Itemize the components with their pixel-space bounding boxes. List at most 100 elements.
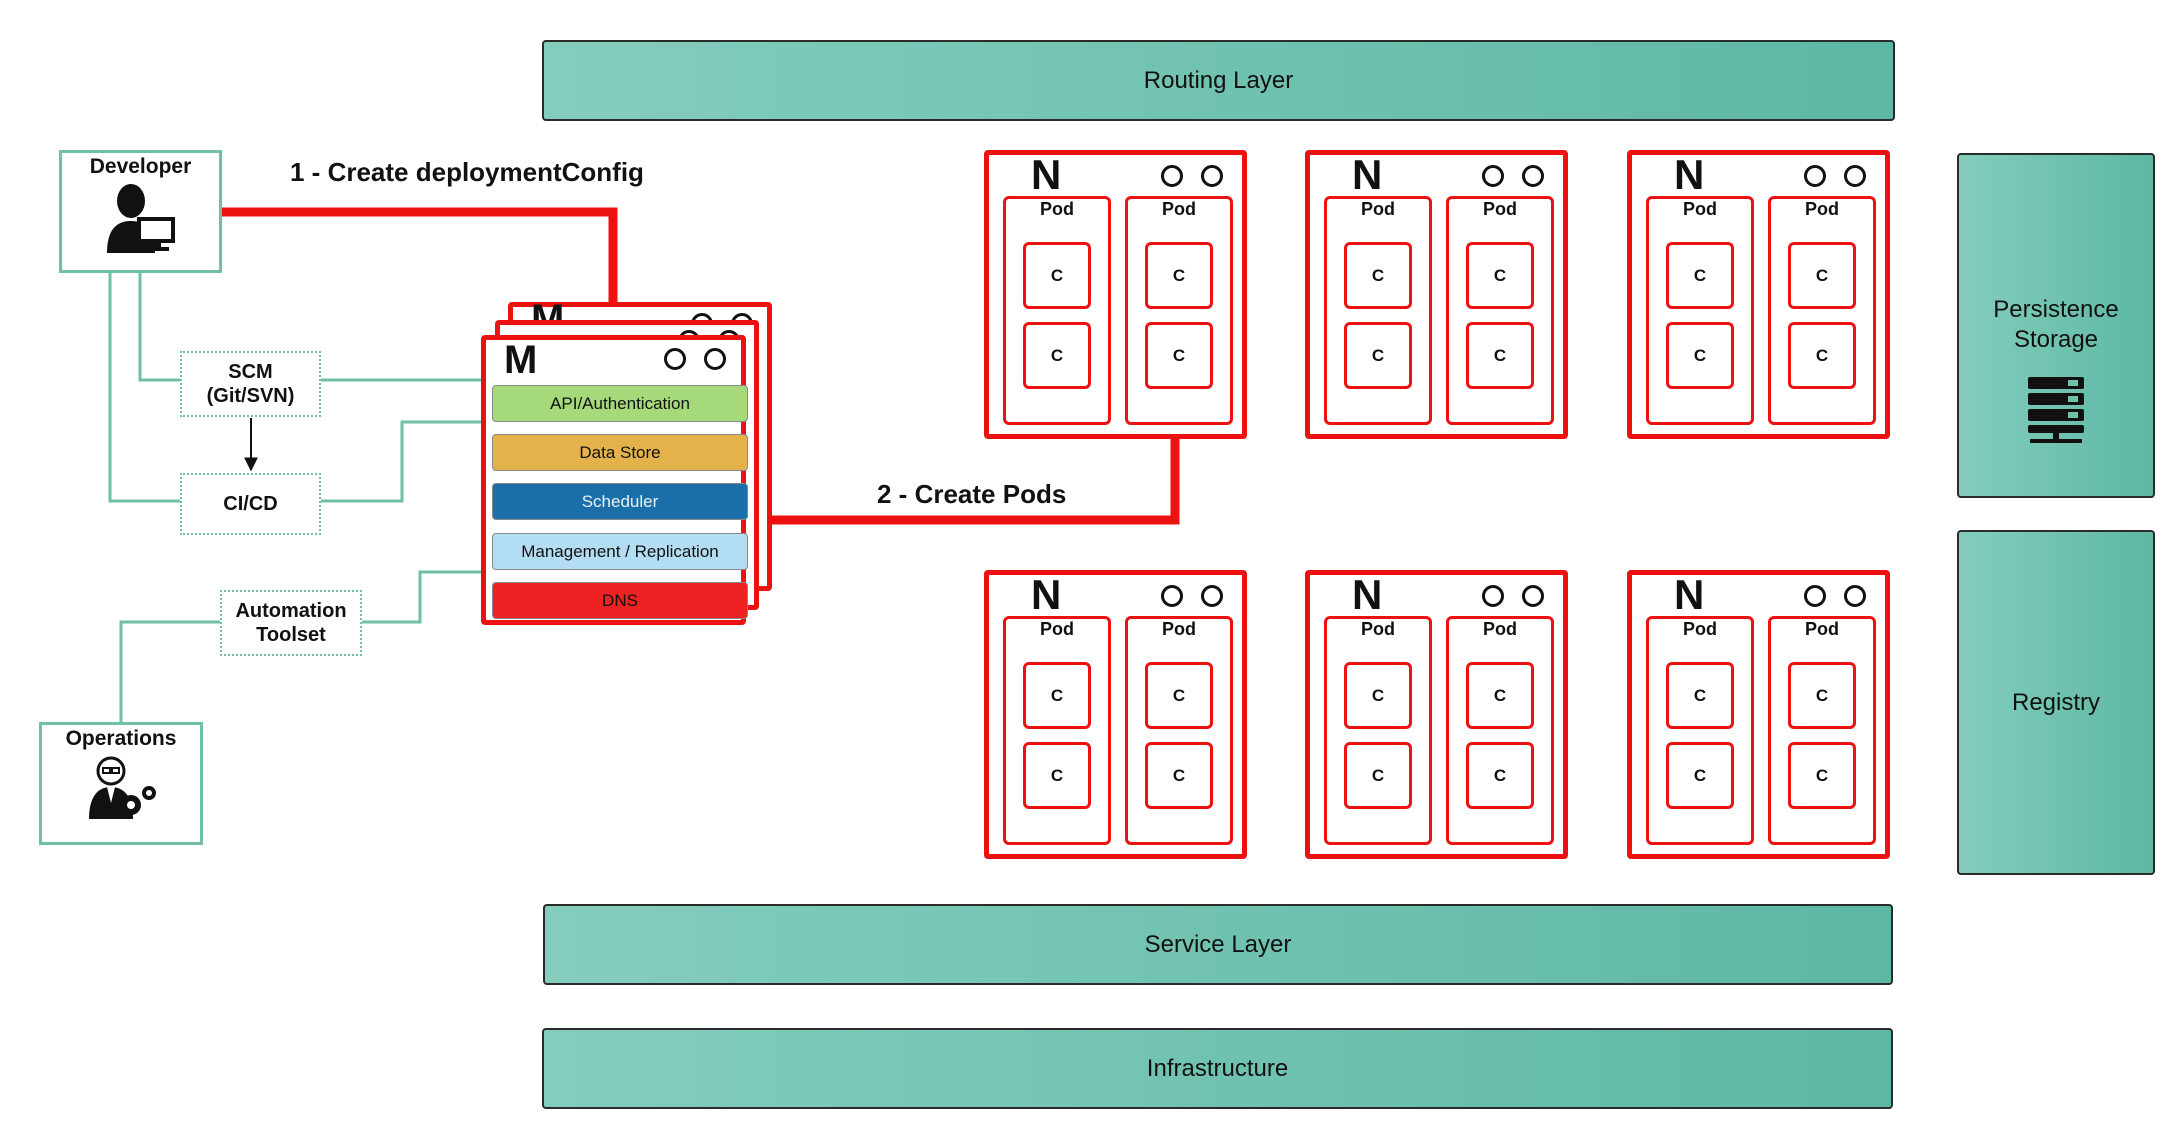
worker-node-status-circle [1522,165,1544,187]
master-service-management-replication: Management / Replication [492,533,748,570]
worker-node-letter: N [1031,151,1062,198]
automation-toolset-box: Automation Toolset [220,590,362,656]
master-service-scheduler: Scheduler [492,483,748,520]
container: C [1344,242,1412,309]
worker-node-status-circle [1522,585,1544,607]
pod-label: Pod [1361,199,1395,219]
container: C [1145,322,1213,389]
container: C [1344,662,1412,729]
registry: Registry [1957,530,2155,875]
persistence-storage: Persistence Storage [1957,153,2155,498]
infrastructure-layer-label: Infrastructure [1146,1054,1289,1082]
worker-node-letter: N [1352,571,1383,618]
developer-icon [106,184,175,253]
container: C [1344,742,1412,809]
worker-node-letter: N [1674,151,1705,198]
server-stack-icon [2028,377,2084,443]
pod-label: Pod [1040,619,1074,639]
automation-master-line [362,570,483,624]
scm-label: SCM (Git/SVN) [206,361,295,407]
automation-toolset-label: Automation Toolset [235,600,347,646]
container: C [1666,742,1734,809]
container: C [1788,742,1856,809]
pod-label: Pod [1805,199,1839,219]
container: C [1466,662,1534,729]
container: C [1666,662,1734,729]
worker-node-status-circle [1844,585,1866,607]
container: C [1466,322,1534,389]
routing-layer-label: Routing Layer [1143,66,1294,94]
cicd-master-line [320,420,483,503]
container: C [1466,242,1534,309]
worker-node-status-circle [1844,165,1866,187]
step-1-caption: 1 - Create deploymentConfig [290,157,644,187]
master-service-api-authentication: API/Authentication [492,385,748,422]
developer-label: Developer [89,155,192,178]
master-circle-1 [664,348,686,370]
registry-label: Registry [2011,688,2101,716]
worker-node-status-circle [1482,585,1504,607]
infrastructure-layer: Infrastructure [542,1028,1893,1109]
container: C [1788,662,1856,729]
worker-node-status-circle [1201,165,1223,187]
pod-label: Pod [1483,619,1517,639]
worker-node-status-circle [1161,165,1183,187]
pod-label: Pod [1361,619,1395,639]
operations-label: Operations [65,727,177,750]
container: C [1023,322,1091,389]
pod-label: Pod [1040,199,1074,219]
cicd-label: CI/CD [223,493,278,515]
operations-automation-line [119,620,220,722]
operations-box: Operations [39,722,203,845]
worker-node-status-circle [1804,585,1826,607]
pod-label: Pod [1805,619,1839,639]
master-service-dns: DNS [492,582,748,619]
container: C [1023,242,1091,309]
create-pods-arrow [746,425,1180,525]
scm-box: SCM (Git/SVN) [180,351,321,417]
worker-node-status-circle [1804,165,1826,187]
pod-label: Pod [1683,619,1717,639]
pod-label: Pod [1683,199,1717,219]
container: C [1344,322,1412,389]
master-service-data-store: Data Store [492,434,748,471]
routing-layer: Routing Layer [542,40,1895,121]
developer-scm-line [138,272,180,382]
worker-node-letter: N [1674,571,1705,618]
cicd-box: CI/CD [180,473,321,535]
worker-node-status-circle [1201,585,1223,607]
container: C [1788,322,1856,389]
container: C [1145,742,1213,809]
container: C [1023,662,1091,729]
container: C [1145,242,1213,309]
step-2-caption: 2 - Create Pods [877,479,1067,509]
service-layer-label: Service Layer [1144,930,1292,958]
pod-label: Pod [1162,619,1196,639]
operations-icon [89,756,156,819]
container: C [1666,322,1734,389]
master-letter: M [504,338,538,382]
developer-box: Developer [59,150,222,273]
container: C [1788,242,1856,309]
container: C [1145,662,1213,729]
pod-label: Pod [1483,199,1517,219]
worker-node-status-circle [1161,585,1183,607]
container: C [1466,742,1534,809]
master-node: M API/Authentication Data Store Schedule… [481,335,748,625]
